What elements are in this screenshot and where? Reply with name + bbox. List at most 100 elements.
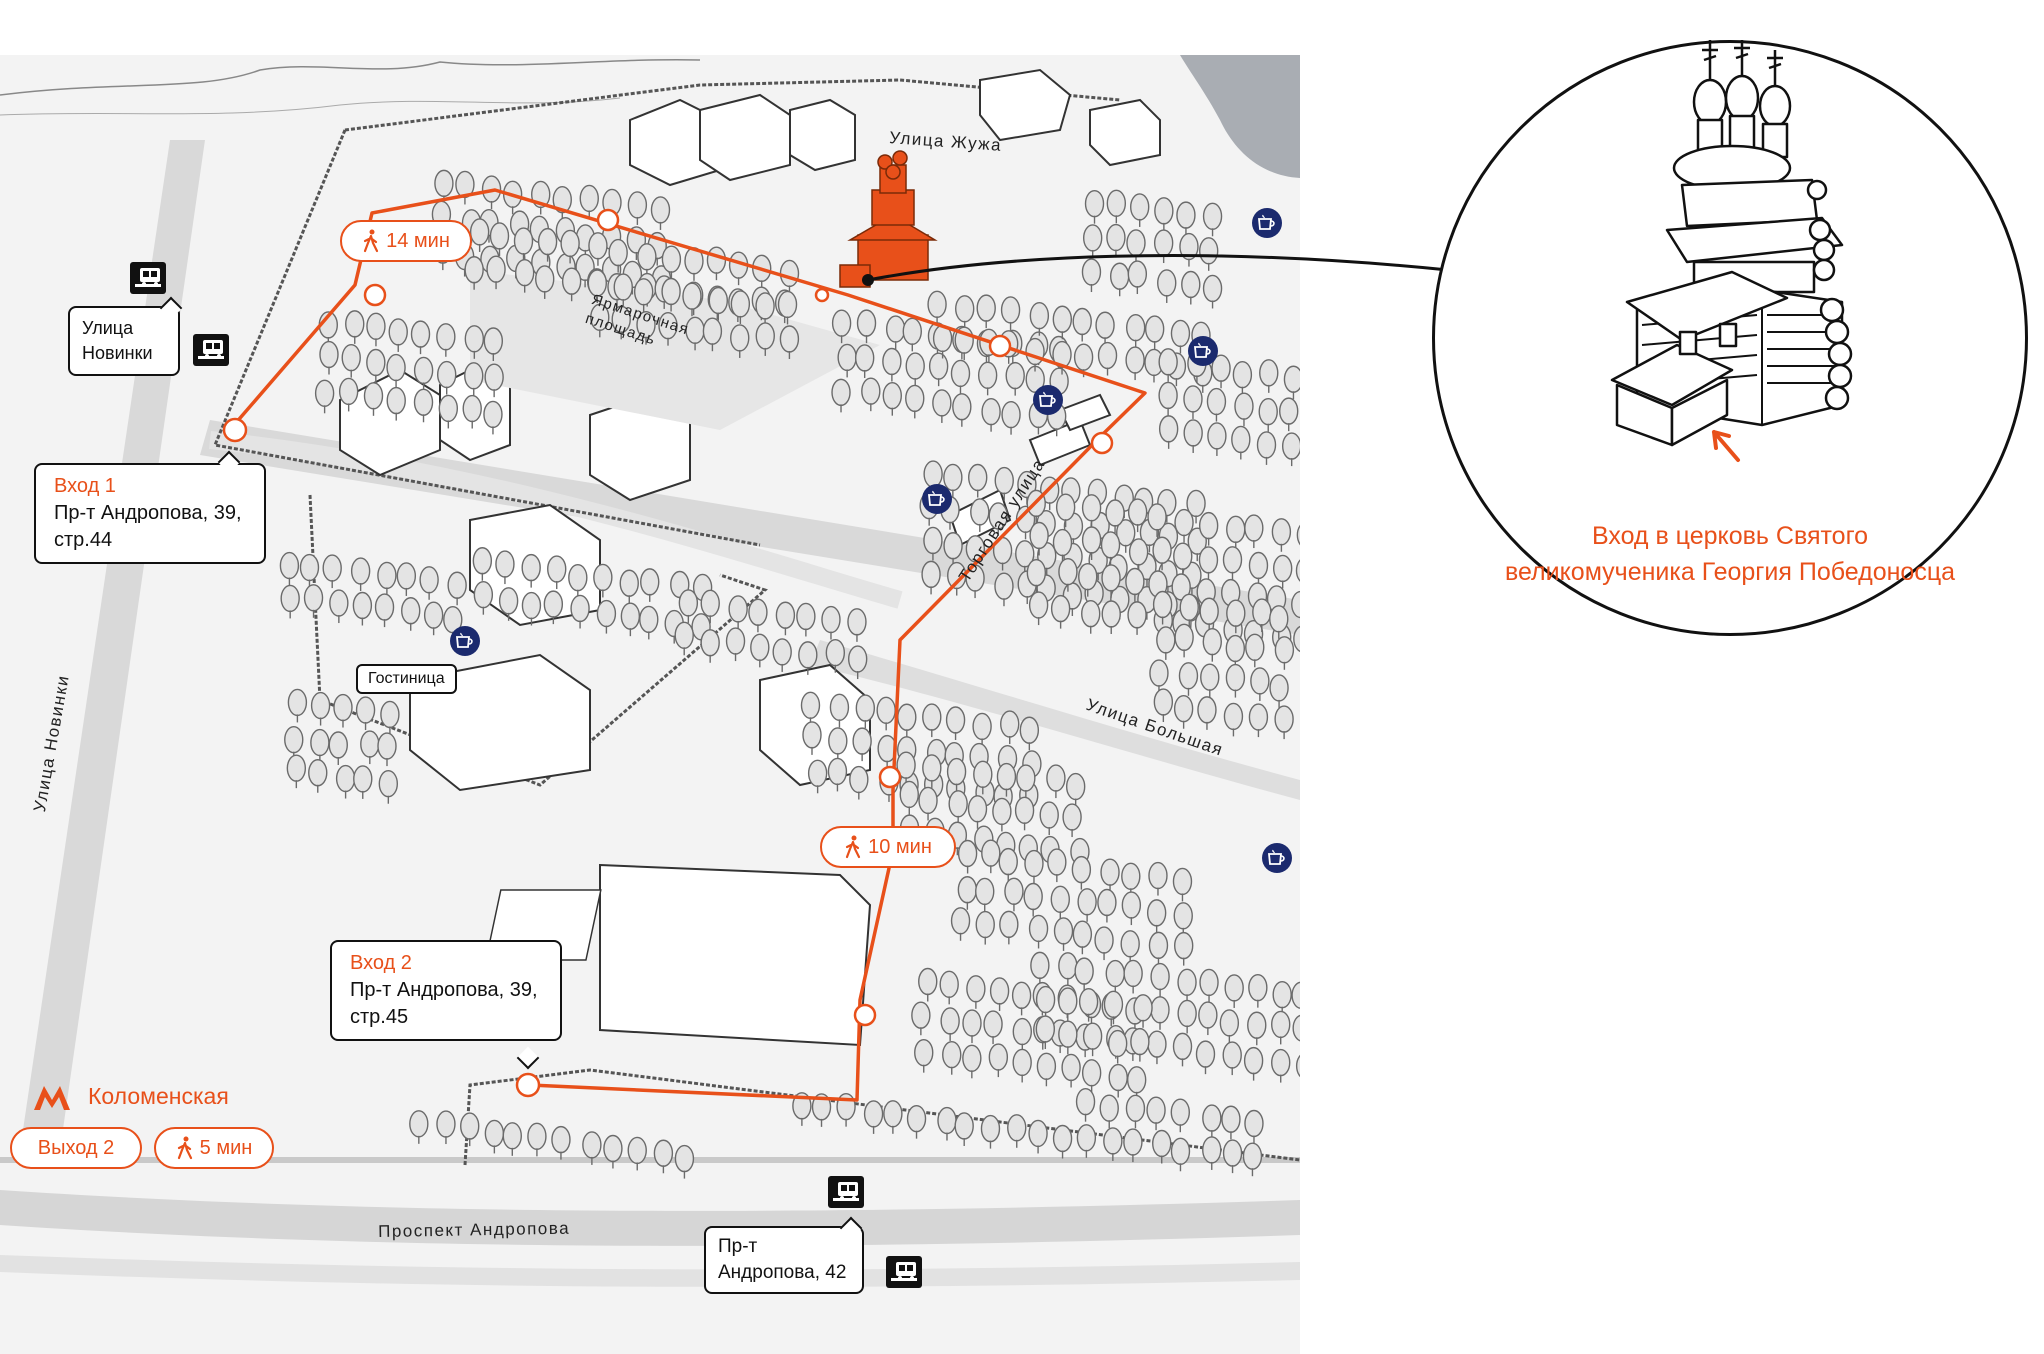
tree [927,290,947,319]
metro-exit-pill[interactable]: Выход 2 [10,1127,142,1169]
tree [561,267,582,295]
tree [994,572,1014,600]
tree [1029,521,1049,550]
entrance-arrow-icon [1712,430,1740,462]
tree [447,571,467,599]
metro-exit-text: Выход 2 [37,1136,115,1159]
tree [363,382,384,410]
tree [861,377,881,405]
cafe-icon[interactable] [1252,208,1282,238]
tree [1012,1048,1032,1077]
cafe-icon[interactable] [1188,336,1218,366]
walking-person-icon [846,835,861,859]
cafe-icon[interactable] [1262,843,1292,873]
tree [310,691,331,720]
tree [366,348,386,377]
tree [1101,564,1121,592]
tree [1223,702,1244,731]
bus-icon [135,268,161,287]
tree [1121,891,1142,919]
bus-stop-icon[interactable] [886,1256,922,1288]
tree [1271,518,1292,546]
callout-entrance-1[interactable]: Вход 1 Пр-т Андропова, 39, стр.44 [34,463,266,564]
tree [1153,229,1174,257]
tree [775,601,796,629]
tree [1058,987,1078,1015]
tree [469,218,490,246]
tree [1125,567,1145,596]
road-novinki [20,140,205,1150]
bus-stop-icon[interactable] [193,334,229,366]
tree [1252,598,1272,626]
tree [1125,313,1146,342]
tree [386,353,406,382]
tree [1028,914,1049,943]
bus-stop-icon[interactable] [130,262,166,294]
tree [1172,867,1193,896]
tree [800,691,821,720]
walking-person-icon [364,229,379,253]
bus-stop-icon[interactable] [828,1176,864,1208]
tree [1073,343,1094,371]
leader-line [867,254,1449,282]
tree [1058,557,1078,586]
tree [1256,431,1277,459]
tree [314,379,335,407]
tree [831,309,852,337]
callout-bus-novinki: Улица Новинки [68,306,180,376]
church-st-george-icon[interactable] [839,150,938,288]
cafe-icon[interactable] [450,626,480,656]
tree [1222,546,1243,574]
tree [1199,597,1219,625]
tree [1144,315,1165,343]
tree [472,547,493,575]
tree [1150,962,1170,991]
tree [1106,189,1127,218]
tree [1183,385,1203,413]
tree [1000,296,1021,324]
tree [777,290,798,319]
tree [287,688,308,717]
tree [1250,667,1270,695]
tree [837,343,857,372]
callout-entrance-2[interactable]: Вход 2 Пр-т Андропова, 39, стр.45 [330,940,562,1041]
tree [1292,1014,1300,1042]
metro-logo-icon [34,1086,70,1110]
tree [436,1110,456,1138]
tree [1016,764,1036,792]
tree [1011,981,1032,1010]
walk-time-middle-text: 10 мин [868,835,932,858]
tree [1107,1029,1128,1058]
tree [437,360,457,389]
tree [637,243,657,271]
cafe-icon[interactable] [1033,385,1063,415]
tree [1052,528,1073,557]
tree [1202,1104,1222,1132]
tree [355,696,376,724]
tree [821,605,841,634]
tree [1225,663,1246,692]
tree [483,327,504,355]
hotel-label[interactable]: Гостиница [356,664,457,694]
tree [353,765,373,793]
tree [360,730,380,758]
tree [1004,877,1024,906]
tree [653,1139,674,1167]
bus-icon [891,1262,917,1281]
tree [547,555,567,583]
tree [502,1122,522,1150]
tree [1158,381,1178,410]
tree [1148,931,1169,960]
tree [1295,556,1300,585]
cafe-icon[interactable] [922,484,952,514]
tree [1077,888,1097,916]
tree [678,589,699,617]
tree [882,347,902,376]
tree [460,1112,480,1140]
tree [1126,229,1146,257]
tree [970,498,990,526]
tree [1195,1040,1216,1068]
tree [1177,968,1197,996]
tree [1074,957,1094,985]
tree [983,1010,1003,1038]
